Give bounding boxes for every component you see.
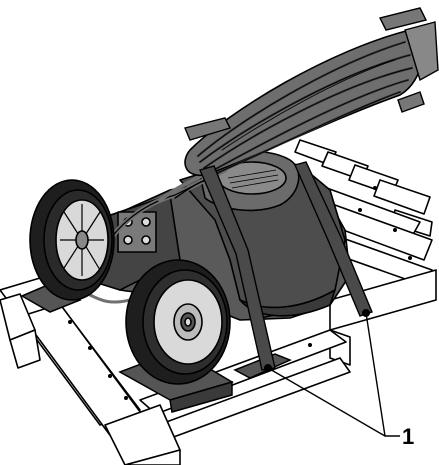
callout-label: 1 <box>402 424 414 449</box>
rear-wheel <box>29 179 115 301</box>
transport-straps <box>199 161 373 371</box>
callout-1: 1 <box>264 309 414 449</box>
wheel-chock-rear <box>20 283 82 313</box>
front-wheel <box>125 259 231 385</box>
